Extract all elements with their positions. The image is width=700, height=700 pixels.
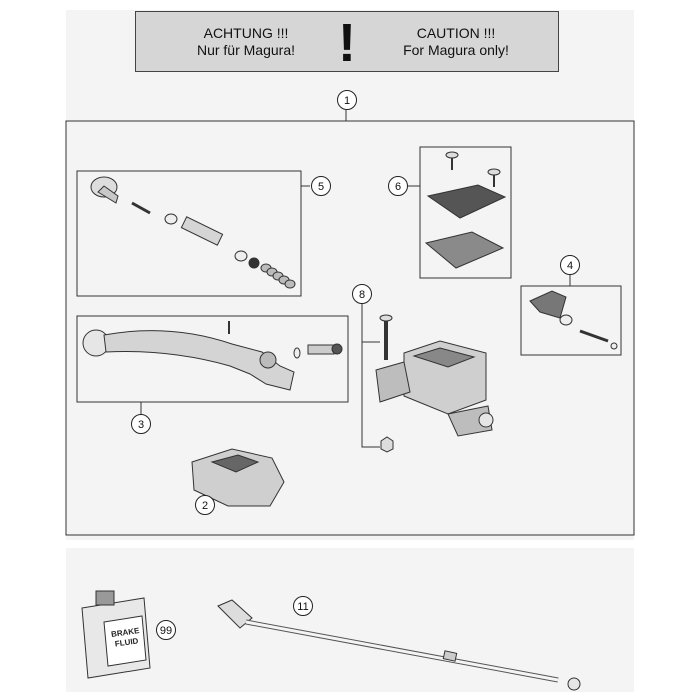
warning-german-text: Nur für Magura! [196, 42, 296, 58]
callout-99[interactable]: 99 [156, 620, 176, 640]
hose-line-inner [245, 620, 559, 682]
piston [180, 216, 224, 246]
clamp-bolt-head [379, 314, 393, 322]
handlebar-clamp [375, 361, 411, 403]
reservoir-cap [426, 184, 507, 219]
banjo-fitting [567, 677, 581, 691]
reservoir-cover-parts [424, 151, 507, 269]
o-ring [248, 257, 260, 269]
callout-6[interactable]: 6 [388, 176, 408, 196]
clamp-pin [579, 329, 609, 343]
clamp-bushing [559, 314, 573, 326]
lever-bracket-recess [210, 454, 260, 473]
diaphragm [424, 231, 505, 269]
lever-blade [103, 330, 295, 391]
callout-8[interactable]: 8 [352, 284, 372, 304]
warning-english-title: CAUTION !!! [416, 25, 496, 41]
assembly-frame [65, 120, 635, 536]
clamp-body [529, 290, 567, 319]
lever-spacer [293, 347, 301, 359]
panel-divider [66, 540, 634, 548]
adjuster-screw [307, 344, 335, 355]
clamp-nut [380, 436, 394, 453]
lever-bracket-part [191, 448, 285, 507]
leader-line-8 [361, 304, 380, 448]
box-reservoir-cover [419, 146, 512, 279]
adjuster-knob [331, 343, 343, 355]
callout-1[interactable]: 1 [337, 90, 357, 110]
return-spring [260, 263, 296, 289]
hose-fitting-top [217, 599, 253, 629]
fluid-can-cap [95, 590, 115, 606]
cover-screw-head-right [487, 168, 501, 176]
box-brake-lever [76, 315, 349, 403]
callout-2[interactable]: 2 [195, 495, 215, 515]
callout-11[interactable]: 11 [293, 596, 313, 616]
box-piston-kit [76, 170, 302, 297]
piston-kit-parts [90, 176, 296, 289]
cover-screw-head-left [445, 151, 459, 159]
warning-banner: ACHTUNG !!! Nur für Magura! ! CAUTION !!… [135, 11, 559, 72]
fluid-can-label-area [103, 615, 147, 667]
warning-german-title: ACHTUNG !!! [203, 25, 289, 41]
callout-5[interactable]: 5 [311, 176, 331, 196]
reservoir-opening [412, 347, 476, 368]
brake-fluid-can [81, 590, 151, 679]
box-lever-clamp [520, 285, 622, 356]
seal-cup [234, 250, 248, 262]
dust-boot-body [97, 185, 119, 204]
cylinder-bore [447, 405, 493, 437]
clamp-washer [610, 342, 618, 350]
callout-4[interactable]: 4 [560, 255, 580, 275]
brake-lever-parts [82, 321, 343, 391]
lever-clamp-parts [529, 290, 618, 350]
warning-german: ACHTUNG !!! Nur für Magura! [176, 25, 316, 59]
warning-english-text: For Magura only! [403, 42, 509, 58]
callout-3[interactable]: 3 [131, 414, 151, 434]
brake-hose [217, 599, 581, 691]
hose-sleeve [442, 650, 458, 662]
warning-english: CAUTION !!! For Magura only! [386, 25, 526, 59]
lever-pivot [259, 351, 277, 369]
outlet-fitting [478, 412, 494, 428]
exclamation-icon: ! [338, 13, 356, 73]
push-rod [131, 201, 151, 215]
washer [164, 213, 178, 225]
master-cylinder-parts [375, 314, 494, 453]
